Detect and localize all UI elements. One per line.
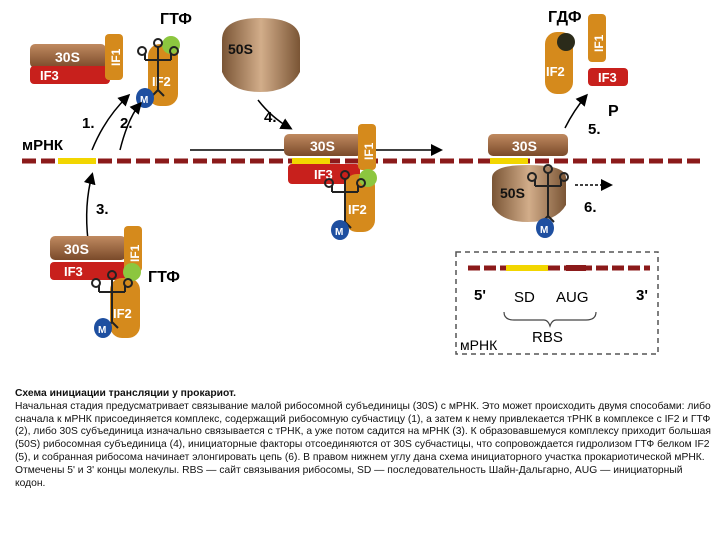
gdp-circle	[557, 33, 575, 51]
subunit-30s-bottom	[50, 236, 126, 260]
label-3prime: 3'	[636, 287, 648, 304]
label-if2-released: IF2	[546, 64, 565, 79]
mrna-strand: мРНК	[22, 137, 700, 164]
label-if3-1: IF3	[40, 68, 59, 83]
factor-if1-center	[358, 124, 376, 170]
label-step6: 6.	[584, 199, 597, 216]
gtp-circle-bottom	[123, 263, 141, 281]
label-pi: Р	[608, 103, 619, 120]
released-factors: ГДФ IF2 IF1 IF3 Р	[545, 9, 628, 120]
sd-segment-1	[58, 158, 96, 164]
label-m-2: M	[335, 227, 343, 238]
complex-30s-if3-if1-top: 30S IF3 IF1	[30, 34, 123, 84]
label-gtp-1: ГТФ	[160, 11, 192, 28]
factor-if2-center	[345, 174, 375, 232]
label-step4: 4.	[264, 109, 277, 126]
rbs-brace	[503, 311, 597, 328]
inset-frame	[455, 251, 659, 355]
sd-segment-inset	[506, 265, 548, 271]
label-if3-released: IF3	[598, 70, 617, 85]
label-step1: 1.	[82, 115, 95, 132]
label-mrna-2: мРНК	[460, 337, 498, 353]
methionine-right	[536, 218, 554, 238]
complex-30s-initiation: 30S IF3 IF1 IF2 M	[284, 124, 377, 240]
label-30s-1: 30S	[55, 49, 80, 65]
label-if1-released: IF1	[592, 34, 606, 52]
label-if2-2: IF2	[348, 202, 367, 217]
complex-30s-trna-bottom: 30S IF3 IF1 IF2 M ГТФ	[50, 226, 180, 338]
label-30s-4: 30S	[64, 241, 89, 257]
label-step5: 5.	[588, 121, 601, 138]
label-50s-2: 50S	[500, 185, 525, 201]
factor-if3	[30, 66, 110, 84]
subunit-30s-right	[488, 134, 568, 156]
gtp-circle-center	[359, 169, 377, 187]
ribosome-70s: 30S 50S M	[488, 134, 569, 238]
label-step2: 2.	[120, 115, 133, 132]
label-m-3: M	[540, 225, 548, 236]
aug-segment-inset	[566, 265, 586, 271]
factor-if3-released	[588, 68, 628, 86]
factor-if1-bottom	[124, 226, 142, 272]
caption-title: Схема инициации трансляции у прокариот.	[15, 388, 237, 399]
step-arrows: 1. 2. 3. 4. 5. 6.	[82, 93, 613, 241]
label-m-1: M	[140, 95, 148, 106]
label-if2-3: IF2	[113, 306, 132, 321]
label-step3: 3.	[96, 201, 109, 218]
label-mrna-1: мРНК	[22, 137, 64, 154]
label-5prime: 5'	[474, 287, 486, 304]
complex-trna-if2-gtp-top: IF2 M ГТФ	[136, 11, 192, 108]
label-aug: AUG	[556, 289, 589, 306]
label-m-4: M	[98, 325, 106, 336]
label-gdp: ГДФ	[548, 9, 582, 26]
sd-segment-3	[490, 158, 528, 164]
label-30s-2: 30S	[310, 138, 335, 154]
subunit-30s-center	[284, 134, 362, 156]
figure-caption: Схема инициации трансляции у прокариот. …	[15, 388, 715, 490]
label-if1-1: IF1	[109, 48, 123, 66]
gtp-circle	[162, 36, 180, 54]
label-if1-3: IF1	[128, 244, 142, 262]
sd-segment-2	[292, 158, 330, 164]
methionine-center	[331, 220, 349, 240]
label-30s-3: 30S	[512, 138, 537, 154]
label-gtp-2: ГТФ	[148, 269, 180, 286]
caption-body: Начальная стадия предусматривает связыва…	[15, 400, 711, 489]
inset-mrna-initiation-region: 5' 3' SD AUG RBS мРНК	[455, 251, 659, 355]
label-rbs: RBS	[532, 329, 563, 346]
label-if3-3: IF3	[64, 264, 83, 279]
label-if2-1: IF2	[152, 74, 171, 89]
factor-if1	[105, 34, 123, 80]
methionine-bottom	[94, 318, 112, 338]
factor-if1-released	[588, 14, 606, 62]
label-50s-1: 50S	[228, 41, 253, 57]
subunit-50s-free: 50S	[222, 18, 300, 92]
label-if1-2: IF1	[362, 142, 376, 160]
label-sd: SD	[514, 289, 535, 306]
factor-if3-bottom	[50, 262, 130, 280]
subunit-30s	[30, 44, 106, 68]
